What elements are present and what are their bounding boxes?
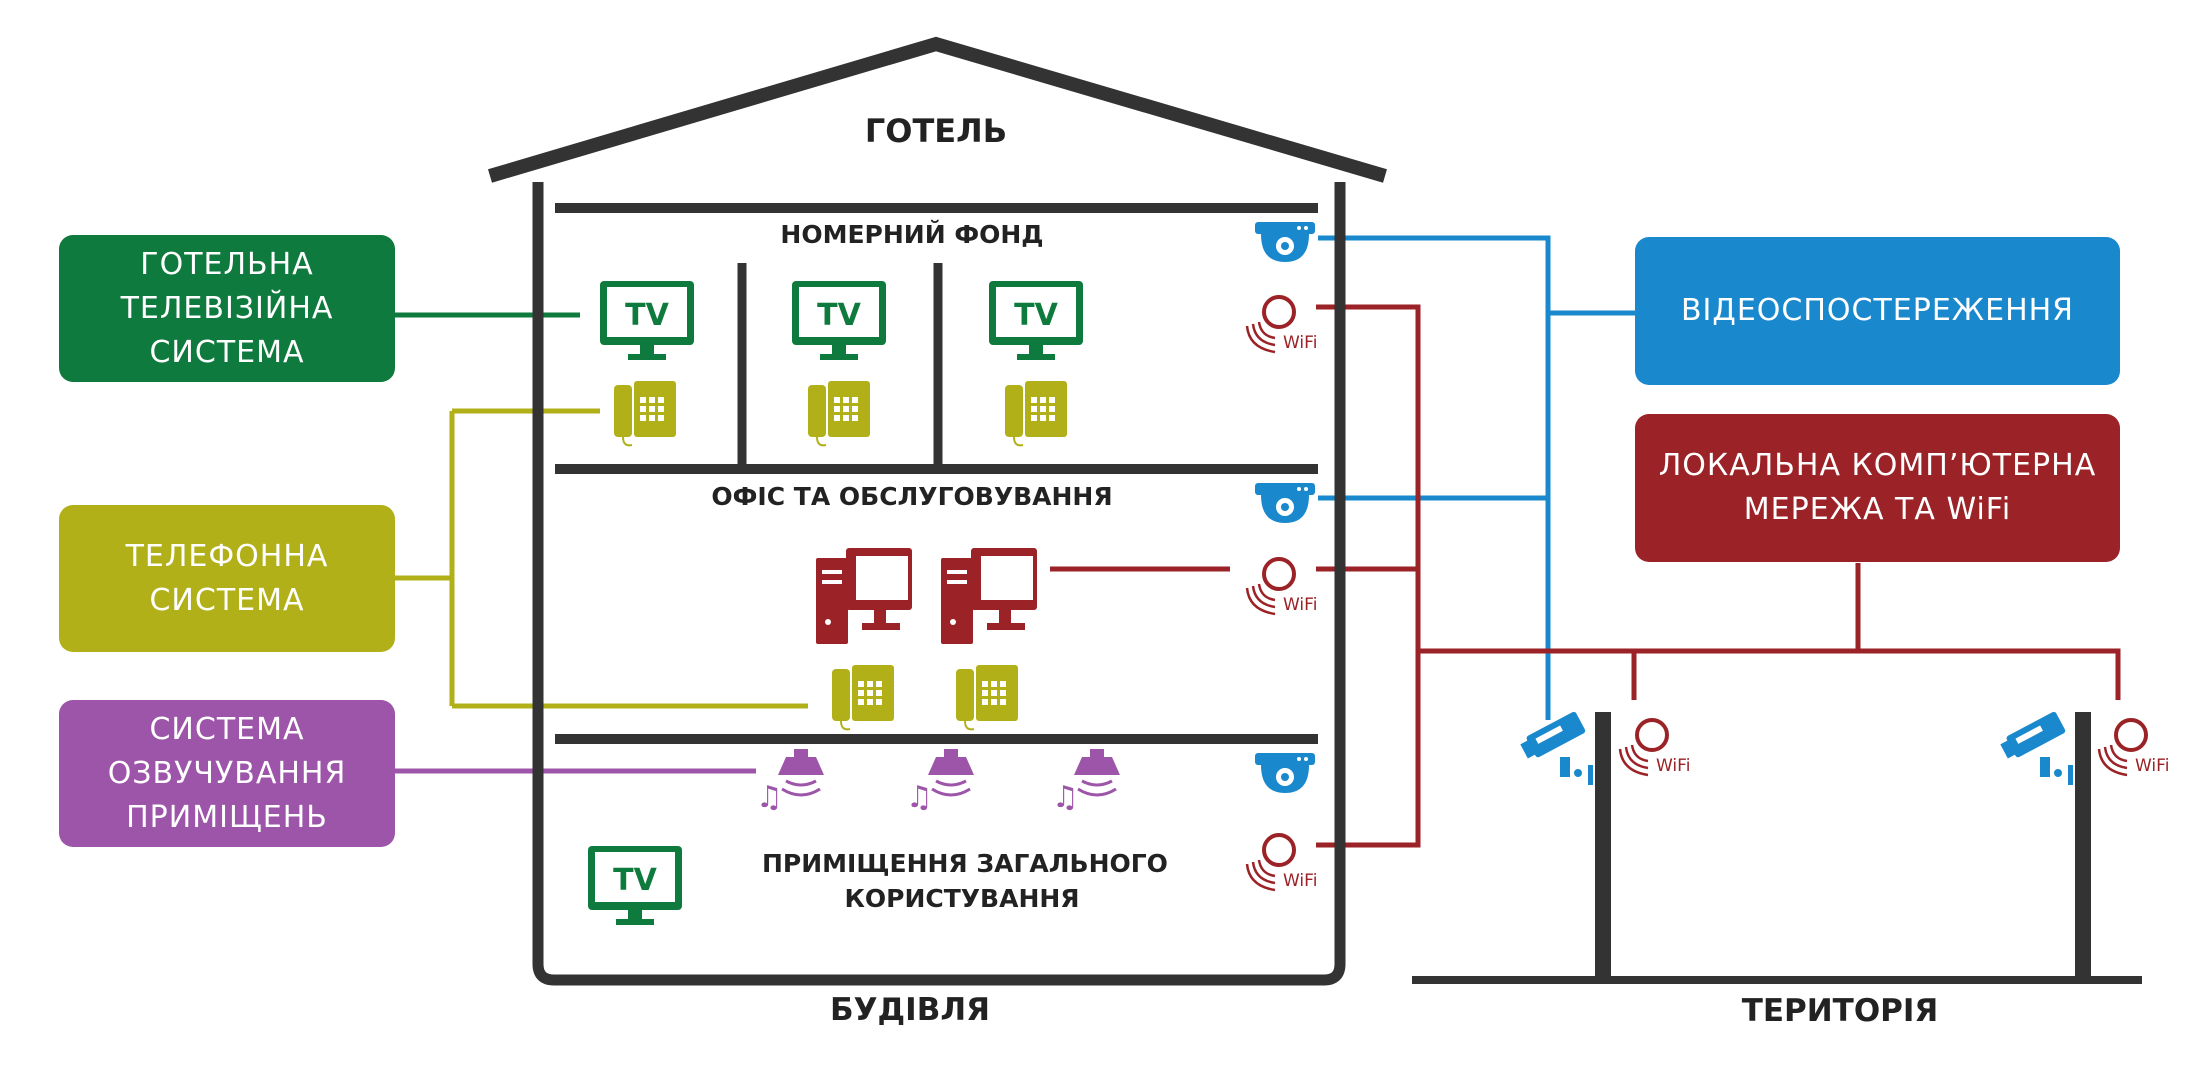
wifi-icon: WiFi	[1245, 295, 1317, 354]
svg-text:WiFi: WiFi	[1656, 756, 1690, 776]
svg-text:WiFi: WiFi	[1283, 333, 1317, 353]
tv-system-box: ГОТЕЛЬНА ТЕЛЕВІЗІЙНА СИСТЕМА	[59, 235, 395, 382]
phone-system-line-1: ТЕЛЕФОННА	[125, 538, 329, 574]
phone-icon	[614, 381, 676, 447]
tv-system-line-1: ГОТЕЛЬНА	[140, 246, 314, 282]
phone-system-line-2: СИСТЕМА	[149, 582, 305, 618]
wifi-icon: WiFi	[1618, 718, 1690, 777]
building-label: БУДІВЛЯ	[830, 992, 990, 1028]
dome-camera-icon	[1255, 483, 1315, 523]
sound-system-line-2: ОЗВУЧУВАННЯ	[107, 755, 347, 791]
phone-icon	[808, 381, 870, 447]
svg-text:TV: TV	[613, 863, 657, 898]
roof	[488, 36, 1387, 183]
territory-label: ТЕРИТОРІЯ	[1741, 993, 1939, 1029]
building-outline	[532, 182, 1346, 986]
wifi-icon: WiFi	[2097, 718, 2169, 777]
svg-text:♫: ♫	[756, 780, 783, 815]
phone-icon	[956, 665, 1018, 731]
video-system-box: ВІДЕОСПОСТЕРЕЖЕННЯ	[1635, 237, 2120, 385]
phone-connector	[395, 408, 808, 709]
phone-system-box: ТЕЛЕФОННА СИСТЕМА	[59, 505, 395, 652]
floor-label-common-1: ПРИМІЩЕННЯ ЗАГАЛЬНОГО	[762, 849, 1168, 878]
lan-system-box: ЛОКАЛЬНА КОМП’ЮТЕРНА МЕРЕЖА ТА WiFi	[1635, 414, 2120, 562]
svg-text:WiFi: WiFi	[1283, 595, 1317, 615]
svg-text:WiFi: WiFi	[1283, 871, 1317, 891]
speaker-icon: ♫	[1052, 749, 1120, 815]
wifi-icon: WiFi	[1245, 833, 1317, 892]
tv-icon: TV	[989, 281, 1083, 360]
video-system-line-1: ВІДЕОСПОСТЕРЕЖЕННЯ	[1680, 293, 2075, 328]
floor-label-rooms: НОМЕРНИЙ ФОНД	[780, 220, 1044, 249]
phone-icon	[832, 665, 894, 731]
dome-camera-icon	[1255, 753, 1315, 793]
tv-system-line-2: ТЕЛЕВІЗІЙНА	[120, 290, 334, 326]
tv-system-line-3: СИСТЕМА	[149, 334, 305, 370]
sound-system-line-3: ПРИМІЩЕНЬ	[126, 799, 328, 835]
tv-icon: TV	[792, 281, 886, 360]
svg-text:TV: TV	[625, 298, 669, 333]
svg-text:WiFi: WiFi	[2135, 756, 2169, 776]
sound-system-box: СИСТЕМА ОЗВУЧУВАННЯ ПРИМІЩЕНЬ	[59, 700, 395, 847]
svg-text:♫: ♫	[906, 780, 933, 815]
lan-connector	[1050, 304, 2121, 848]
sound-system-line-1: СИСТЕМА	[149, 711, 305, 747]
phone-icon	[1005, 381, 1067, 447]
lan-system-line-2: МЕРЕЖА ТА WiFi	[1743, 492, 2012, 527]
street-camera-icon	[1520, 711, 1593, 785]
floor-label-office: ОФІС ТА ОБСЛУГОВУВАННЯ	[711, 482, 1113, 511]
svg-text:♫: ♫	[1052, 780, 1079, 815]
svg-text:TV: TV	[1014, 298, 1058, 333]
tv-icon: TV	[600, 281, 694, 360]
floor-label-common-2: КОРИСТУВАННЯ	[844, 884, 1080, 913]
computer-icon	[941, 548, 1037, 644]
street-camera-icon	[2000, 711, 2073, 785]
speaker-icon: ♫	[756, 749, 824, 815]
computer-icon	[816, 548, 912, 644]
hotel-label: ГОТЕЛЬ	[864, 112, 1008, 150]
lan-system-line-1: ЛОКАЛЬНА КОМП’ЮТЕРНА	[1658, 448, 2097, 483]
video-connector	[1318, 235, 1638, 720]
wifi-icon: WiFi	[1245, 557, 1317, 616]
dome-camera-icon	[1255, 222, 1315, 262]
svg-text:TV: TV	[817, 298, 861, 333]
speaker-icon: ♫	[906, 749, 974, 815]
tv-icon: TV	[588, 846, 682, 925]
